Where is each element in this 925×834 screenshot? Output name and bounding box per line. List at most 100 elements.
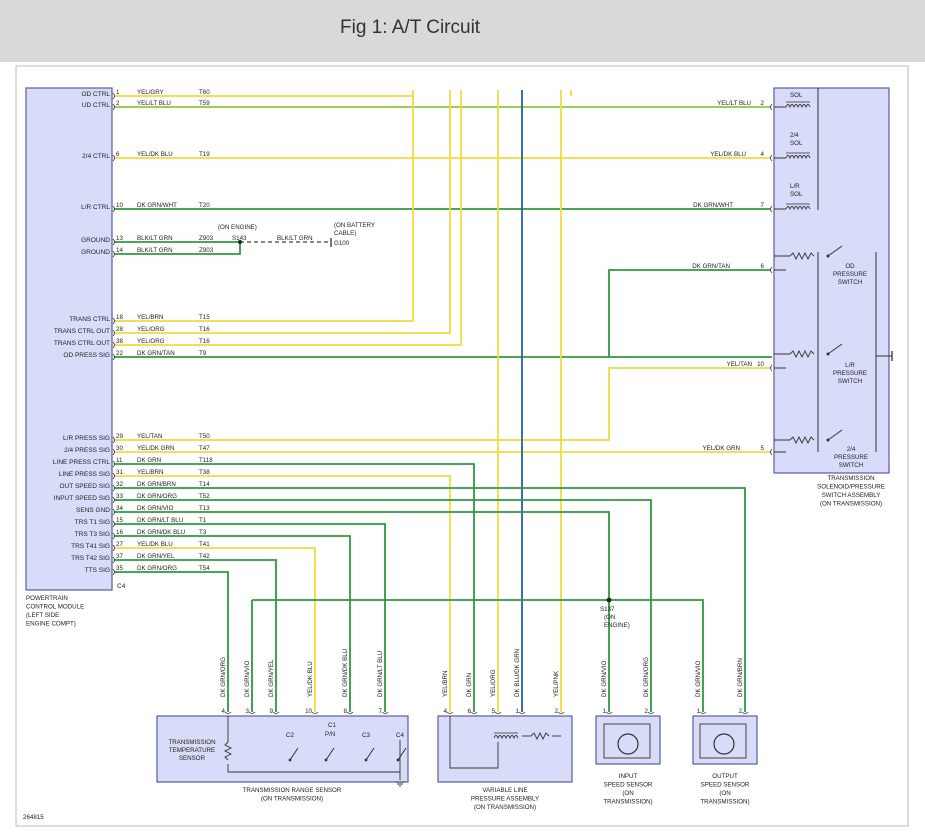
solenoid-pin-number: 7 <box>761 202 765 209</box>
pcm-pin-number: 33 <box>116 493 123 500</box>
trs-switch <box>325 747 335 761</box>
pcm-pin-name: GROUND <box>81 249 110 256</box>
pcm-circuit-id: T1 <box>199 517 207 524</box>
wire-trs-t41 <box>114 547 316 712</box>
pcm-pin-name: OUT SPEED SIG <box>60 483 110 490</box>
solenoid-terminal <box>770 448 773 456</box>
solenoid-pin-number: 2 <box>761 100 765 107</box>
pcm-pin-name: L/R CTRL <box>81 204 110 211</box>
pcm-module <box>25 87 113 591</box>
pcm-label: CONTROL MODULE <box>26 604 84 611</box>
pcm-label: ENGINE COMPT) <box>26 621 76 628</box>
input-sensor-pin-number: 1 <box>603 708 607 715</box>
pin-terminal <box>112 250 115 258</box>
trs-switch-pivot <box>288 758 292 762</box>
input-sensor-terminal <box>605 711 613 714</box>
pcm-pin-name: LINE PRESS SIG <box>59 471 110 478</box>
title-banner: Fig 1: A/T Circuit <box>0 0 925 62</box>
pcm-circuit-id: T41 <box>199 541 210 548</box>
pressure-switch-2-4-label: 2/4 <box>847 446 856 453</box>
pin-terminal <box>112 472 115 480</box>
pcm-pin-number: 15 <box>116 517 123 524</box>
pcm-pin-name: TRS T1 SIG <box>75 519 110 526</box>
solenoid-terminal <box>770 103 773 111</box>
pcm-wire-color: DK GRN/ORG <box>137 565 177 572</box>
lr-pressure-switch-label: SWITCH <box>838 378 862 385</box>
pcm-pin-number: 27 <box>116 541 123 548</box>
pcm-pin-name: TRANS CTRL <box>69 316 110 323</box>
lr-pressure-switch-label: PRESSURE <box>833 370 867 377</box>
input-sensor-label: INPUT <box>619 773 638 780</box>
sol-lr-label: SOL <box>790 191 803 198</box>
pin-terminal <box>112 484 115 492</box>
vlp-wire-color: DK BLU/DK GRN <box>514 649 521 697</box>
solenoid-wire-color: YEL/DK GRN <box>703 445 740 452</box>
input-sensor-symbol <box>617 733 639 755</box>
solenoid-pin-number: 5 <box>761 445 765 452</box>
wire-ground-14 <box>114 242 241 255</box>
pin-terminal <box>112 317 115 325</box>
pcm-pin-number: 6 <box>116 151 120 158</box>
trs-wire-color: DK GRN/LT BLU <box>377 651 384 697</box>
vlp-wire-color: DK GRN <box>466 673 473 697</box>
switch-pivot <box>826 352 830 356</box>
pcm-pin-number: 13 <box>116 235 123 242</box>
diagram-border <box>15 65 909 827</box>
wire-line-press-ctrl <box>114 463 475 712</box>
pin-terminal <box>112 460 115 468</box>
trs-switch-label: C1 <box>328 722 336 729</box>
switch-pivot <box>826 438 830 442</box>
solenoid-assembly-label: SOLENOID/PRESSURE <box>817 484 885 491</box>
solenoid-assembly-label: (ON TRANSMISSION) <box>820 501 882 508</box>
trs-module <box>156 715 409 783</box>
trs-switch <box>397 747 407 761</box>
pcm-pin-name: L/R PRESS SIG <box>63 435 110 442</box>
coil-symbol <box>785 155 811 160</box>
pcm-circuit-id: T15 <box>199 314 210 321</box>
trs-wire-color: DK GRN/DK BLU <box>342 649 349 697</box>
trs-wire-color: DK GRN/ORG <box>220 657 227 697</box>
wires <box>114 90 772 712</box>
pcm-circuit-id: T59 <box>199 100 210 107</box>
trs-switch-pivot <box>324 758 328 762</box>
ground-battery-label: CABLE) <box>334 230 356 237</box>
splice-s137-label: (ON <box>604 614 615 621</box>
pcm-wire-color: BLK/LT GRN <box>137 235 173 242</box>
pcm-pin-number: 1 <box>116 89 120 96</box>
pcm-pin-number: 35 <box>116 565 123 572</box>
vlp-terminal <box>446 711 454 714</box>
pcm-pin-number: 2 <box>116 100 120 107</box>
pcm-wire-color: BLK/LT GRN <box>137 247 173 254</box>
trs-switch-label: C3 <box>362 732 370 739</box>
solenoid-wire-color: YEL/LT BLU <box>717 100 751 107</box>
trs-temp-sensor-label: TRANSMISSION <box>168 739 215 746</box>
vlp-terminal <box>557 711 565 714</box>
pcm-pin-number: 29 <box>116 433 123 440</box>
pcm-wire-color: YEL/DK GRN <box>137 445 174 452</box>
trs-pin-number: 4 <box>222 708 226 715</box>
pin-terminal <box>112 508 115 516</box>
pcm-pin-number: 28 <box>116 326 123 333</box>
pcm-circuit-id: T20 <box>199 202 210 209</box>
input-sensor-label: TRANSMISSION) <box>603 799 652 806</box>
pcm-pin-name: OD PRESS SIG <box>63 352 110 359</box>
solenoid-terminal <box>770 205 773 213</box>
od-pressure-switch-label: OD <box>845 263 855 270</box>
solenoid-pin-number: 4 <box>761 151 765 158</box>
output-sensor-module <box>692 715 758 765</box>
pcm-pin-name: SENS GND <box>76 507 110 514</box>
pcm-wire-color: DK GRN <box>137 457 161 464</box>
pcm-circuit-id: T47 <box>199 445 210 452</box>
vlp-label: VARIABLE LINE <box>482 787 527 794</box>
sol-2-4-label: 2/4 <box>790 132 799 139</box>
solenoid-pin-number: 6 <box>761 263 765 270</box>
trs-terminal <box>381 711 389 714</box>
pcm-pin-name: TRANS CTRL OUT <box>54 340 110 347</box>
pcm-pin-number: 31 <box>116 469 123 476</box>
trs-switch-label: P/N <box>325 731 335 738</box>
input-sensor-wire-color: DK GRN/ORG <box>643 657 650 697</box>
vlp-terminal <box>494 711 502 714</box>
pcm-pin-name: 2/4 CTRL <box>82 153 110 160</box>
vlp-pin-number: 4 <box>444 708 448 715</box>
